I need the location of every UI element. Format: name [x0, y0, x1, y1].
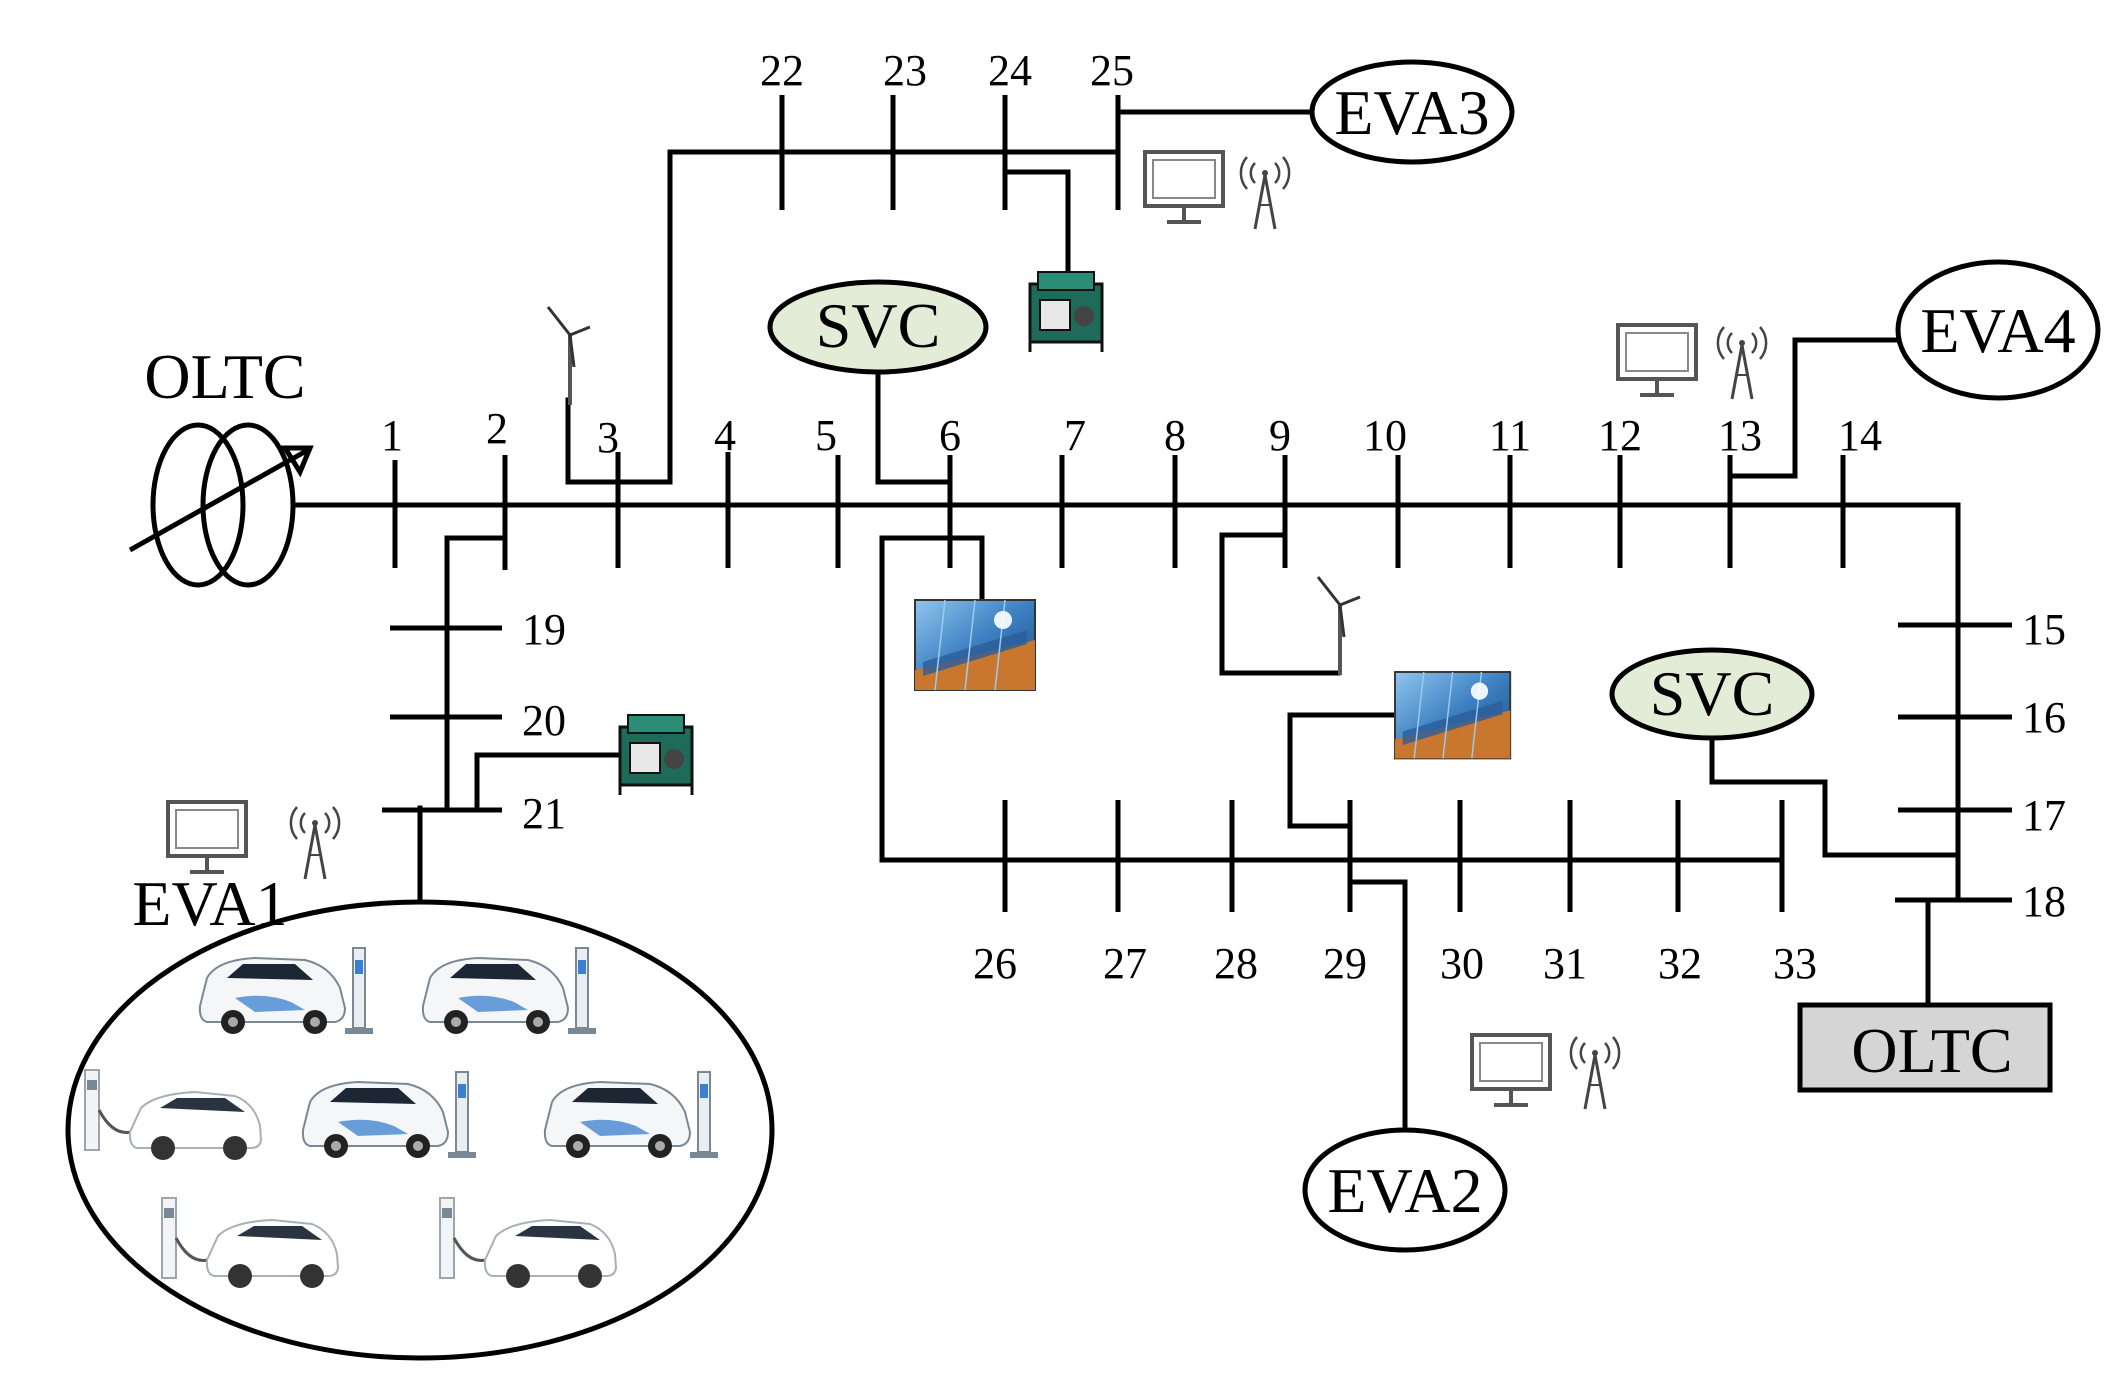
eva3-label: EVA3	[1334, 77, 1489, 148]
bus-label-4: 4	[714, 411, 736, 460]
svc-upper-label: SVC	[816, 290, 941, 361]
antenna-icon	[289, 805, 341, 881]
bus-label-16: 16	[2022, 693, 2066, 742]
bus-label-23: 23	[883, 46, 927, 95]
wind-connection-9	[1219, 532, 1341, 676]
bus-label-5: 5	[815, 411, 837, 460]
antenna-icon	[1716, 325, 1768, 401]
bus-label-26: 26	[973, 939, 1017, 988]
network-lines	[295, 109, 1961, 1131]
bus-label-11: 11	[1489, 411, 1531, 460]
bus-label-22: 22	[760, 46, 804, 95]
wind-turbine-icon	[546, 305, 592, 407]
wind-connection-3	[565, 397, 623, 485]
wind-turbine-icon	[1316, 575, 1362, 677]
monitor-icon	[1470, 1033, 1552, 1107]
eva1-label: EVA1	[132, 868, 287, 939]
transformer-label: OLTC	[144, 341, 305, 412]
branch-eva4	[1727, 337, 1901, 479]
bus-label-25: 25	[1090, 46, 1134, 95]
oltc-box-label: OLTC	[1851, 1015, 2012, 1086]
generator-icon	[618, 713, 694, 797]
bus-label-3: 3	[597, 413, 619, 462]
svc-lower-label: SVC	[1650, 658, 1775, 729]
svc-connection-18	[1709, 735, 1961, 858]
monitor-icon	[1616, 323, 1698, 397]
branch-21-generator	[474, 752, 623, 811]
bus-label-18: 18	[2022, 877, 2066, 926]
bus-label-31: 31	[1543, 939, 1587, 988]
bus-label-2: 2	[486, 404, 508, 453]
bus-label-7: 7	[1064, 411, 1086, 460]
bus-ticks	[382, 95, 2012, 912]
eva4-label: EVA4	[1920, 295, 2075, 366]
bus-label-15: 15	[2022, 605, 2066, 654]
bus-label-10: 10	[1363, 411, 1407, 460]
antenna-icon	[1239, 155, 1291, 231]
bus-label-32: 32	[1658, 939, 1702, 988]
svc-connection-6	[875, 369, 953, 485]
bus-label-24: 24	[988, 46, 1032, 95]
bus-label-29: 29	[1323, 939, 1367, 988]
oltc-box: OLTC	[1797, 1002, 2053, 1093]
bus-label-33: 33	[1773, 939, 1817, 988]
oltc-transformer-icon	[128, 422, 314, 588]
generator-icon	[1028, 270, 1104, 354]
bus-label-30: 30	[1440, 939, 1484, 988]
bus-label-20: 20	[522, 696, 566, 745]
bus-label-9: 9	[1269, 411, 1291, 460]
monitor-icon	[166, 800, 248, 874]
bus-label-28: 28	[1214, 939, 1258, 988]
antenna-icon	[1569, 1035, 1621, 1111]
eva4: EVA4	[1895, 259, 2101, 401]
bus-label-17: 17	[2022, 791, 2066, 840]
solar-panel-icon	[914, 599, 1036, 691]
bus-label-6: 6	[939, 411, 961, 460]
bus-label-8: 8	[1164, 411, 1186, 460]
bus-label-14: 14	[1838, 411, 1882, 460]
bus-label-12: 12	[1598, 411, 1642, 460]
bus-label-13: 13	[1718, 411, 1762, 460]
solar-panel-icon	[1394, 671, 1512, 760]
bus-label-1: 1	[381, 411, 403, 460]
bus-label-27: 27	[1103, 939, 1147, 988]
bus-labels: 1 2 3 4 5 6 7 8 9 10 11 12 13 14 15 16 1…	[381, 46, 2066, 988]
monitor-icon	[1143, 150, 1225, 224]
branch-eva2	[1347, 879, 1408, 1131]
eva3: EVA3	[1309, 59, 1515, 165]
bus-label-19: 19	[522, 605, 566, 654]
eva2: EVA2	[1302, 1127, 1508, 1253]
branch-6-26	[879, 535, 1785, 863]
eva2-label: EVA2	[1327, 1155, 1482, 1226]
bus-label-21: 21	[522, 789, 566, 838]
svc-lower: SVC	[1609, 647, 1815, 741]
branch-24-generator	[1002, 169, 1071, 278]
svc-upper: SVC	[767, 279, 989, 375]
solar-connection-6	[947, 535, 985, 603]
solar-connection-29	[1287, 712, 1398, 829]
